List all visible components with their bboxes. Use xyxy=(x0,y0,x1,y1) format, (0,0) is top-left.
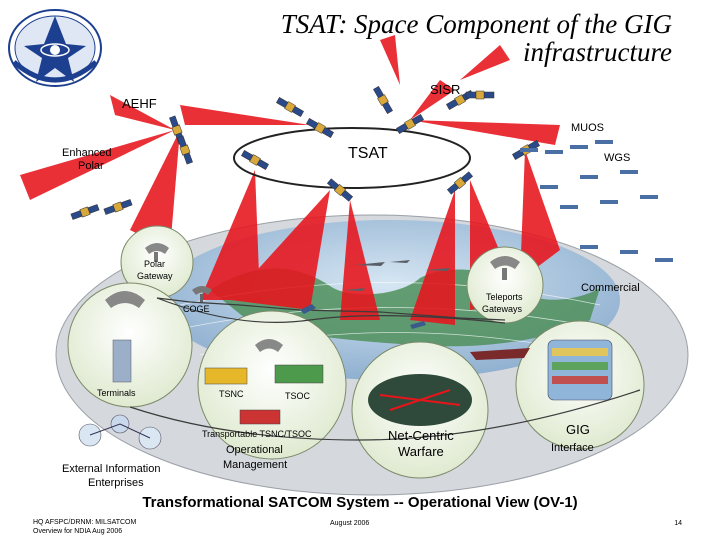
label-polar-gateway-2: Gateway xyxy=(137,271,173,281)
label-gig-1: GIG xyxy=(566,422,590,437)
label-external-1: External Information xyxy=(62,463,161,475)
label-tsat: TSAT xyxy=(348,145,388,162)
operational-view-title: Transformational SATCOM System -- Operat… xyxy=(142,494,578,511)
label-tsoc: TSOC xyxy=(285,391,311,401)
label-teleports-1: Teleports xyxy=(486,292,523,302)
label-gig-2: Interface xyxy=(551,442,594,454)
footer-left: HQ AFSPC/DRNM: MILSATCOM Overview for ND… xyxy=(33,518,136,536)
label-net-centric-1: Net-Centric xyxy=(388,428,454,443)
air-force-space-command-logo xyxy=(8,9,102,87)
coge-dish-icon xyxy=(192,286,212,302)
net-centric-warfare-bubble xyxy=(351,341,489,479)
label-sisr: SISR xyxy=(430,82,461,97)
label-commercial: Commercial xyxy=(581,282,640,294)
satellite-icons xyxy=(70,86,540,220)
label-aehf: AEHF xyxy=(122,96,157,111)
footer-date: August 2006 xyxy=(330,520,370,527)
label-net-centric-2: Warfare xyxy=(398,444,444,459)
label-wgs: WGS xyxy=(604,152,631,164)
muos-wgs-satellites xyxy=(520,140,673,262)
tsat-ring xyxy=(233,127,471,189)
footer-left-line-1: HQ AFSPC/DRNM: MILSATCOM xyxy=(33,519,137,526)
page-number: 14 xyxy=(674,520,682,527)
slide-title-line-2: infrastructure xyxy=(522,37,672,67)
label-tsnc: TSNC xyxy=(219,389,244,399)
operational-management-bubble xyxy=(197,310,347,460)
label-operational-2: Management xyxy=(223,459,288,471)
slide-title-line-1: TSAT: Space Component of the GIG xyxy=(280,9,672,39)
label-operational-1: Operational xyxy=(226,444,283,456)
label-enhanced-polar-2: Polar xyxy=(78,160,104,172)
label-teleports-2: Gateways xyxy=(482,304,523,314)
external-network-icons xyxy=(78,414,162,450)
label-muos: MUOS xyxy=(571,122,604,134)
footer-left-line-2: Overview for NDIA Aug 2006 xyxy=(33,528,123,535)
ship-icons xyxy=(300,304,530,360)
label-polar-gateway-1: Polar xyxy=(144,259,166,269)
label-enhanced-polar-1: Enhanced xyxy=(62,147,112,159)
label-terminals: Terminals xyxy=(97,388,136,398)
aircraft-icons xyxy=(345,260,450,291)
label-external-2: Enterprises xyxy=(88,477,144,489)
label-transportable: Transportable TSNC/TSOC xyxy=(202,429,312,439)
label-coge: COGE xyxy=(183,304,210,314)
